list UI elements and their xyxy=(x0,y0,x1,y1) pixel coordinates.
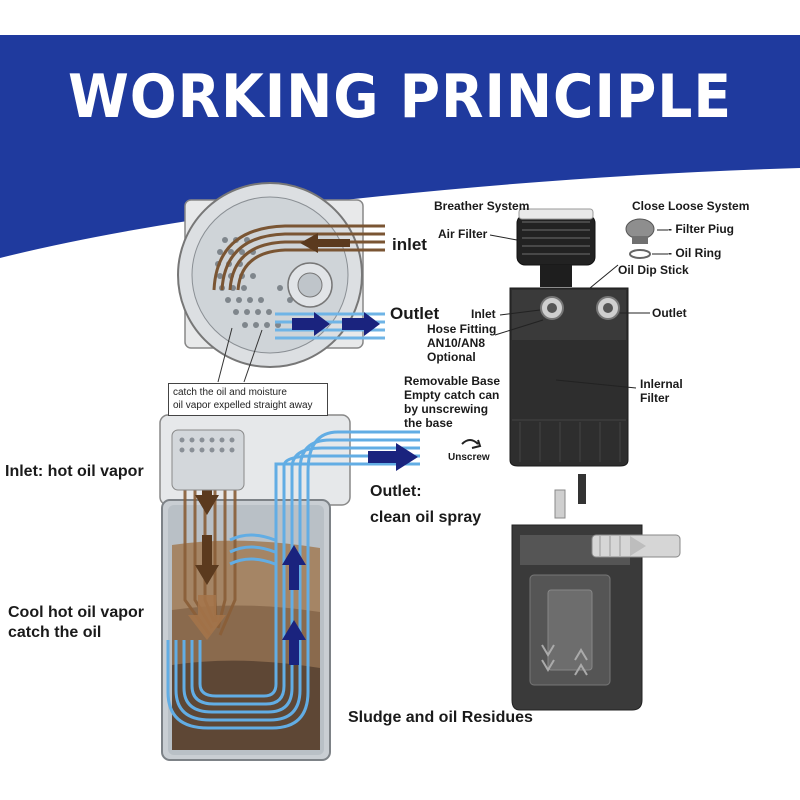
oil-dip-stick-label: Oil Dip Stick xyxy=(618,263,689,277)
top-view-inlet-arrow xyxy=(300,233,350,253)
outlet-clean-label-line-1: Outlet: xyxy=(370,483,422,500)
section-down-arrow-2 xyxy=(195,535,219,585)
section-view-blue-flow xyxy=(166,430,420,730)
cool-vapor-label-line-1: Cool hot oil vapor xyxy=(8,604,144,621)
top-view-illustration xyxy=(177,182,385,383)
section-up-arrow-2 xyxy=(282,620,306,665)
internal-filter-label-line-1: Inlernal xyxy=(640,377,683,391)
callout-line-2: oil vapor expelled straight away xyxy=(173,399,313,411)
air-filter-label: Air Filter xyxy=(438,227,488,241)
removable-base-label-line-3: by unscrewing xyxy=(404,402,489,416)
outlet-clean-label-line-2: clean oil spray xyxy=(370,509,482,526)
removable-base-label-line-4: the base xyxy=(404,416,453,430)
unscrew-icon xyxy=(461,439,482,449)
cool-vapor-label-line-2: catch the oil xyxy=(8,624,102,641)
hose-fitting-label-line-3: Optional xyxy=(427,350,476,364)
top-view-brown-flow xyxy=(212,224,385,291)
product-illustration xyxy=(509,208,681,711)
leader-lines xyxy=(489,229,668,389)
top-inlet-label: inlet xyxy=(392,235,427,254)
close-loose-system-label: Close Loose System xyxy=(632,199,750,213)
page-title: WORKING PRINCIPLE xyxy=(67,62,733,132)
unscrew-label: Unscrew xyxy=(448,452,490,463)
section-view-illustration xyxy=(159,414,420,761)
top-view-outlet-arrow-1 xyxy=(292,312,330,336)
section-down-arrow-1 xyxy=(195,470,219,515)
section-up-arrow-1 xyxy=(282,545,306,590)
removable-base-label-line-1: Removable Base xyxy=(404,374,501,388)
top-outlet-label: Outlet xyxy=(390,304,440,323)
filter-plug-label: - Filter Piug xyxy=(668,222,734,236)
product-inlet-label: Inlet xyxy=(471,307,496,321)
hose-fitting-label-line-2: AN10/AN8 xyxy=(427,336,486,350)
callout-box: catch the oil and moisture oil vapor exp… xyxy=(168,383,328,416)
callout-line-1: catch the oil and moisture xyxy=(173,387,287,398)
removable-base-label-line-2: Empty catch can xyxy=(404,388,500,402)
inlet-hot-oil-label: Inlet: hot oil vapor xyxy=(5,463,144,480)
breather-system-label: Breather System xyxy=(434,199,530,213)
oil-ring-label: - Oil Ring xyxy=(668,246,722,260)
section-outlet-arrow xyxy=(368,443,418,471)
section-down-arrow-3 xyxy=(188,595,226,640)
top-view-outlet-arrow-2 xyxy=(342,312,380,336)
hose-fitting-label-line-1: Hose Fitting xyxy=(427,322,497,336)
product-outlet-label: Outlet xyxy=(652,306,687,320)
sludge-label: Sludge and oil Residues xyxy=(348,709,533,726)
internal-filter-label-line-2: Filter xyxy=(640,391,670,405)
